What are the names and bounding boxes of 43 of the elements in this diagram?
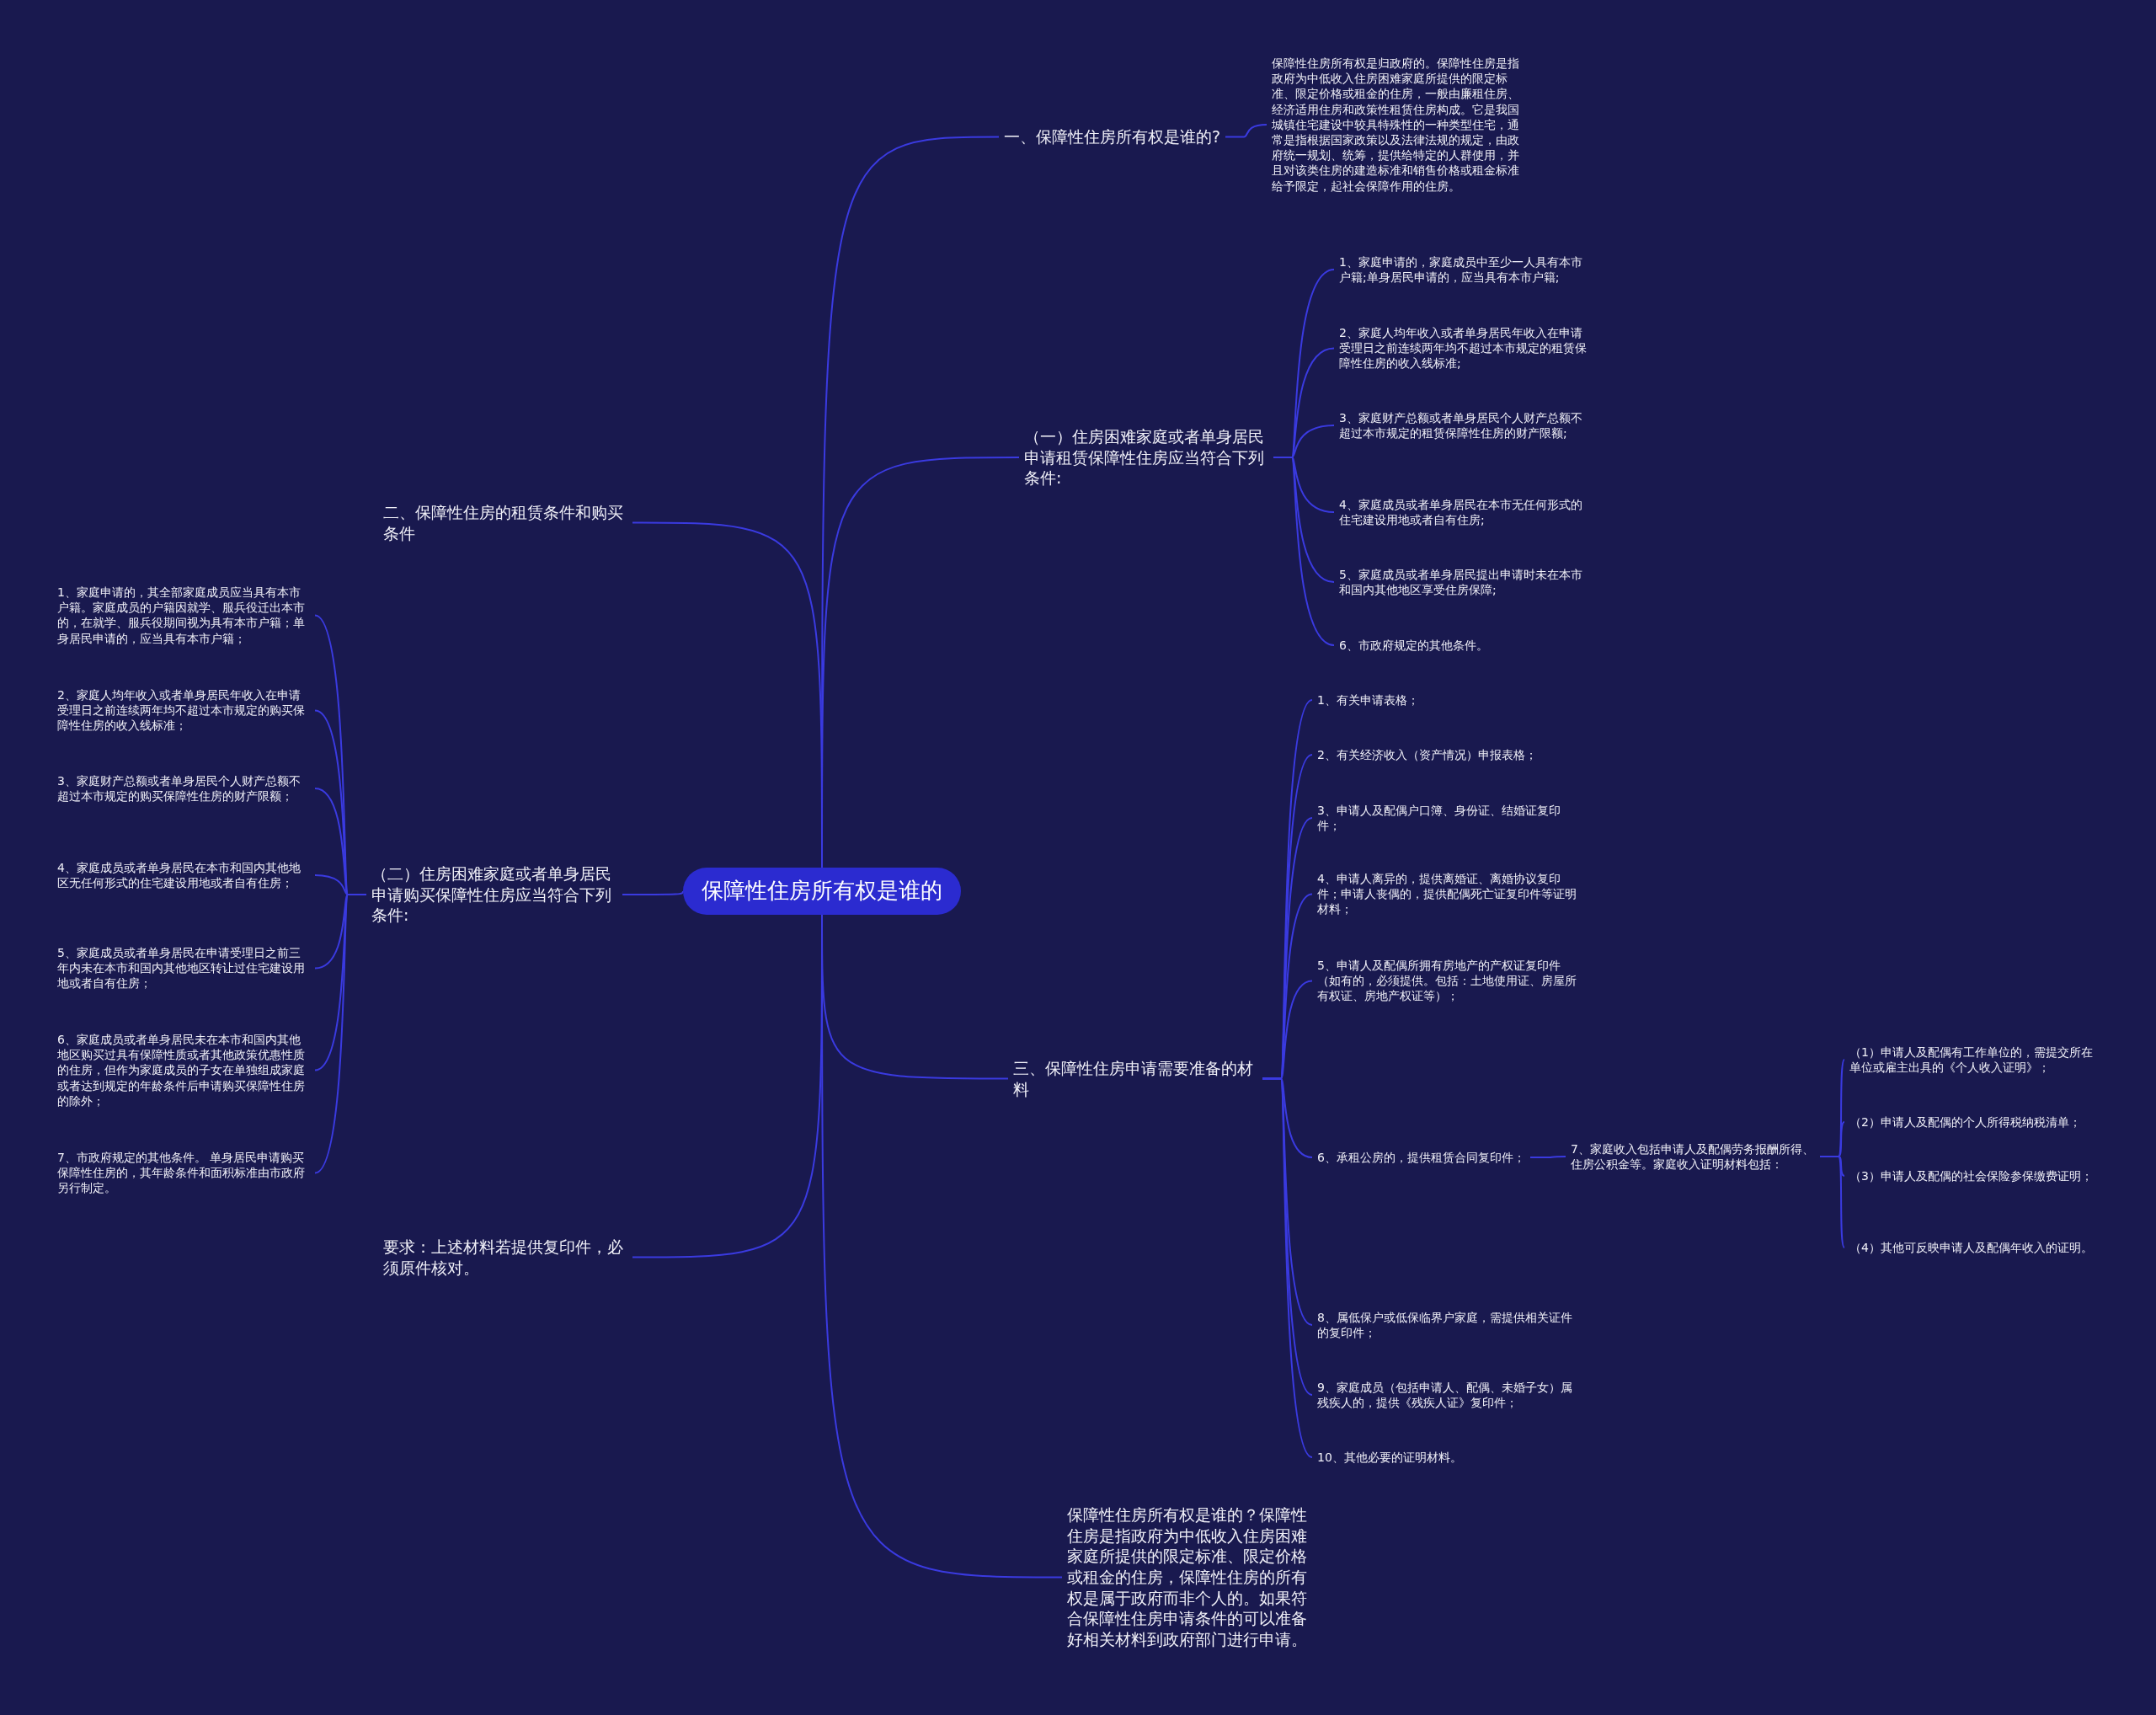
subtopic-text: 5、申请人及配偶所拥有房地产的产权证复印件（如有的，必须提供。包括：土地使用证、房屋所有权证、房地产权证等）； bbox=[1317, 958, 1578, 1004]
connector-line bbox=[1225, 124, 1267, 138]
connector-line bbox=[1273, 457, 1335, 646]
subtopic-text: 6、承租公房的，提供租赁合同复印件； bbox=[1317, 1150, 1525, 1166]
subtopic-text: 3、申请人及配偶户口簿、身份证、结婚证复印件； bbox=[1317, 803, 1578, 834]
topic-text: 三、保障性住房申请需要准备的材料 bbox=[1013, 1058, 1257, 1100]
connector-line bbox=[1529, 1156, 1566, 1158]
subtopic-text: （4）其他可反映申请人及配偶年收入的证明。 bbox=[1849, 1240, 2093, 1256]
subtopic-text: 8、属低保户或低保临界户家庭，需提供相关证件的复印件； bbox=[1317, 1310, 1578, 1341]
connector-line bbox=[314, 894, 367, 1174]
subtopic-text: 7、市政府规定的其他条件。 单身居民申请购买保障性住房的，其年龄条件和面积标准由市政府另行制定。 bbox=[57, 1150, 310, 1196]
subtopic-text: 4、申请人离异的，提供离婚证、离婚协议复印件；申请人丧偶的，提供配偶死亡证复印件等证明材料； bbox=[1317, 871, 1578, 917]
subtopic-text: 2、家庭人均年收入或者单身居民年收入在申请受理日之前连续两年均不超过本市规定的购买保障性住房的收入线标准； bbox=[57, 687, 310, 734]
topic-text: 保障性住房所有权是谁的？保障性住房是指政府为中低收入住房困难家庭所提供的限定标准、限定价格或租金的住房，保障性住房的所有权是属于政府而非个人的。如果符合保障性住房申请条件的可以准备好相关材料到政府部门进行申请。 bbox=[1067, 1504, 1311, 1650]
subtopic-text: 5、家庭成员或者单身居民提出申请时未在本市和国内其他地区享受住房保障; bbox=[1339, 567, 1592, 598]
central-topic: 保障性住房所有权是谁的 bbox=[683, 868, 961, 915]
subtopic-text: 保障性住房所有权是归政府的。保障性住房是指政府为中低收入住房困难家庭所提供的限定标准、限定价格或租金的住房，一般由廉租住房、经济适用住房和政策性租赁住房构成。它是我国城镇住宅建设中较具特殊性的一种类型住宅，通常是指根据国家政策以及法律法规的规定，由政府统一规划、统筹，提供给特定的人群使用，并且对该类住房的建造标准和销售价格或租金标准给予限定，起社会保障作用的住房。 bbox=[1272, 56, 1524, 194]
topic-text: （二）住房困难家庭或者单身居民申请购买保障性住房应当符合下列条件: bbox=[371, 863, 617, 927]
subtopic-text: 1、家庭申请的，其全部家庭成员应当具有本市户籍。家庭成员的户籍因就学、服兵役迁出本市的，在就学、服兵役期间视为具有本市户籍；单身居民申请的，应当具有本市户籍； bbox=[57, 585, 310, 646]
subtopic-text: 1、家庭申请的，家庭成员中至少一人具有本市户籍;单身居民申请的，应当具有本市户籍; bbox=[1339, 254, 1592, 286]
subtopic-text: 7、家庭收入包括申请人及配偶劳务报酬所得、住房公积金等。家庭收入证明材料包括： bbox=[1571, 1141, 1815, 1173]
subtopic-text: 6、市政府规定的其他条件。 bbox=[1339, 638, 1488, 654]
connector-line bbox=[1262, 1077, 1313, 1458]
subtopic-text: 1、有关申请表格； bbox=[1317, 692, 1419, 708]
topic-text: 一、保障性住房所有权是谁的? bbox=[1004, 126, 1221, 147]
subtopic-text: 10、其他必要的证明材料。 bbox=[1317, 1450, 1462, 1466]
topic-text: 二、保障性住房的租赁条件和购买条件 bbox=[383, 502, 627, 544]
topic-text: （一）住房困难家庭或者单身居民申请租赁保障性住房应当符合下列条件: bbox=[1024, 426, 1268, 489]
subtopic-text: 3、家庭财产总额或者单身居民个人财产总额不超过本市规定的租赁保障性住房的财产限额; bbox=[1339, 410, 1592, 441]
subtopic-text: 9、家庭成员（包括申请人、配偶、未婚子女）属残疾人的，提供《残疾人证》复印件； bbox=[1317, 1380, 1578, 1411]
connector-line bbox=[1819, 1156, 1845, 1248]
subtopic-text: 2、家庭人均年收入或者单身居民年收入在申请受理日之前连续两年均不超过本市规定的租赁保障性住房的收入线标准; bbox=[1339, 325, 1592, 371]
subtopic-text: （2）申请人及配偶的个人所得税纳税清单； bbox=[1849, 1114, 2081, 1130]
subtopic-text: （3）申请人及配偶的社会保险参保缴费证明； bbox=[1849, 1168, 2093, 1184]
subtopic-text: 3、家庭财产总额或者单身居民个人财产总额不超过本市规定的购买保障性住房的财产限额； bbox=[57, 773, 310, 804]
subtopic-text: 4、家庭成员或者单身居民在本市和国内其他地区无任何形式的住宅建设用地或者自有住房； bbox=[57, 860, 310, 891]
subtopic-text: 2、有关经济收入（资产情况）申报表格； bbox=[1317, 747, 1537, 763]
topic-text: 要求：上述材料若提供复印件，必须原件核对。 bbox=[383, 1237, 627, 1279]
subtopic-text: 4、家庭成员或者单身居民在本市无任何形式的住宅建设用地或者自有住房; bbox=[1339, 497, 1592, 528]
subtopic-text: （1）申请人及配偶有工作单位的，需提交所在单位或雇主出具的《个人收入证明》； bbox=[1849, 1044, 2102, 1076]
subtopic-text: 5、家庭成员或者单身居民在申请受理日之前三年内未在本市和国内其他地区转让过住宅建设用地或者自有住房； bbox=[57, 945, 310, 991]
subtopic-text: 6、家庭成员或者单身居民未在本市和国内其他地区购买过具有保障性质或者其他政策优惠性质的住房，但作为家庭成员的子女在单独组成家庭或者达到规定的年龄条件后申请购买保障性住房的除外； bbox=[57, 1032, 310, 1109]
connector-line bbox=[622, 890, 684, 895]
